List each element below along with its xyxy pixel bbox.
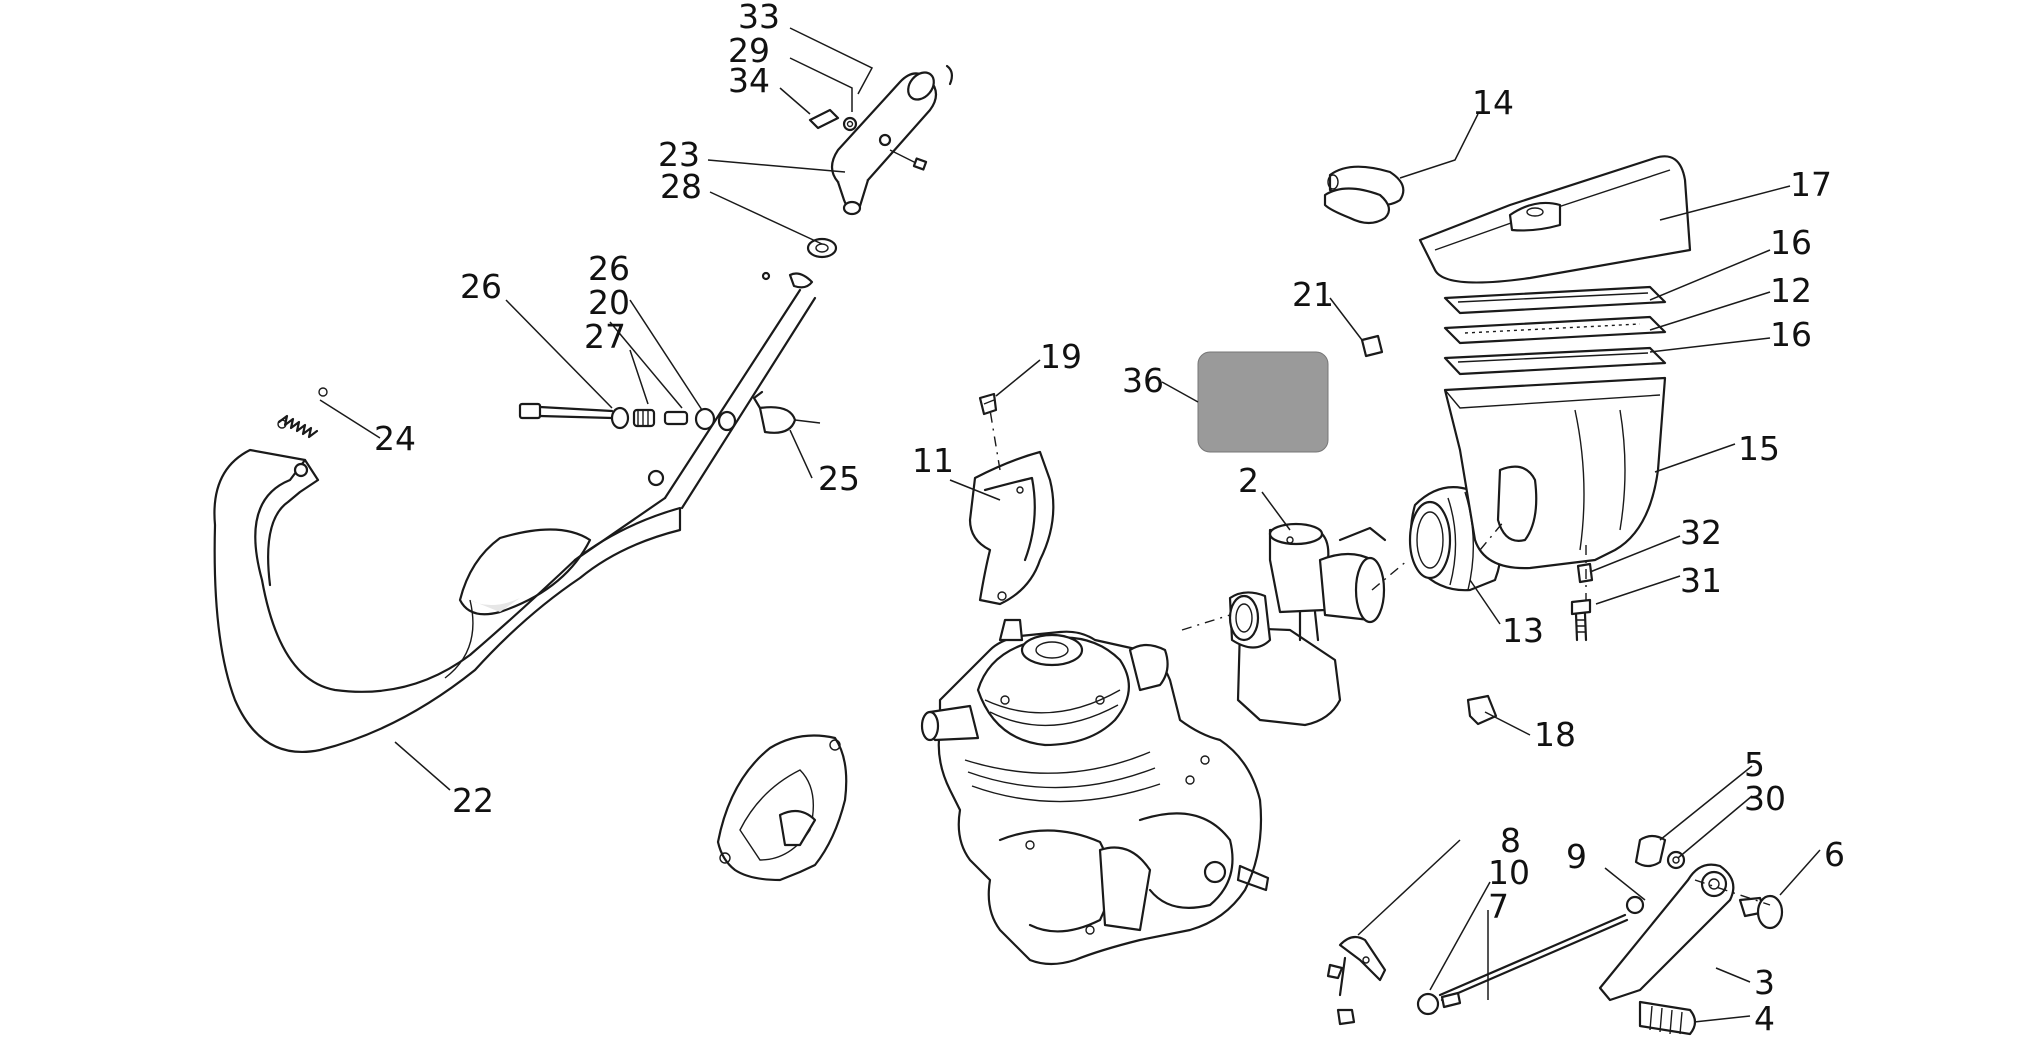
- placeholder-box: [1197, 351, 1329, 453]
- part-label: 18: [1534, 715, 1576, 754]
- part-label: 8: [1500, 821, 1521, 860]
- part-label: 36: [1122, 361, 1164, 400]
- ignition-cover: [716, 734, 848, 882]
- exhaust-pipe: [213, 288, 817, 754]
- clip-18: [1466, 694, 1498, 726]
- airbox-gasket-lower: [1443, 346, 1667, 376]
- airbox-gasket-upper: [1443, 285, 1667, 315]
- part-label: 4: [1754, 999, 1775, 1038]
- part-label: 2: [1238, 461, 1259, 500]
- airbox: [1443, 376, 1667, 570]
- shift-rod: [1416, 895, 1645, 1016]
- part-label: 25: [818, 459, 860, 498]
- part-label: 33: [738, 0, 780, 36]
- part-label: 24: [374, 419, 416, 458]
- drain-screw: [1570, 598, 1592, 642]
- air-filter-element: [1443, 315, 1667, 345]
- part-label: 17: [1790, 165, 1832, 204]
- part-label: 12: [1770, 271, 1812, 310]
- part-label: 14: [1472, 83, 1514, 122]
- part-label: 28: [660, 167, 702, 206]
- bushing-5: [1634, 834, 1686, 870]
- leader-lines: [319, 27, 1821, 1023]
- centerlines: [989, 409, 1771, 906]
- cylinder-cover: [968, 450, 1055, 606]
- airbox-cover: [1418, 155, 1692, 284]
- part-label: 16: [1770, 315, 1812, 354]
- part-label: 20: [588, 283, 630, 322]
- part-label: 6: [1824, 835, 1845, 874]
- part-label: 30: [1744, 779, 1786, 818]
- part-label: 19: [1040, 337, 1082, 376]
- part-label: 9: [1566, 837, 1587, 876]
- part-label: 26: [588, 249, 630, 288]
- part-label: 15: [1738, 429, 1780, 468]
- exhaust-clamp-ring: [761, 237, 838, 289]
- silencer-bracket: [808, 108, 858, 132]
- clip-21: [1360, 334, 1384, 358]
- part-label: 34: [728, 61, 770, 100]
- part-label: 5: [1744, 745, 1765, 784]
- part-label: 11: [912, 441, 954, 480]
- part-label: 16: [1770, 223, 1812, 262]
- part-label: 29: [728, 31, 770, 70]
- part-label: 27: [584, 317, 626, 356]
- bolt-19: [978, 392, 998, 416]
- part-label: 7: [1488, 887, 1509, 926]
- shift-lever: [1598, 863, 1735, 1036]
- engine-block: [920, 618, 1270, 966]
- mounting-bolt-set: [518, 390, 821, 434]
- part-label: 32: [1680, 513, 1722, 552]
- shift-knob-6: [1738, 894, 1784, 930]
- part-label: 10: [1488, 853, 1530, 892]
- carburetor: [1228, 522, 1387, 727]
- drain-plug: [1576, 562, 1594, 584]
- silencer: [830, 64, 954, 216]
- part-labels: 33 29 34 23 28 14 17 16 12 16 26 26 20 2…: [374, 0, 1845, 1038]
- part-label: 31: [1680, 561, 1722, 600]
- part-label: 23: [658, 135, 700, 174]
- part-label: 3: [1754, 963, 1775, 1002]
- part-label: 22: [452, 781, 494, 820]
- breather-hose: [1323, 165, 1405, 225]
- part-label: 26: [460, 267, 502, 306]
- part-label: 13: [1502, 611, 1544, 650]
- shift-linkage: [1326, 935, 1387, 1026]
- part-label: 21: [1292, 275, 1334, 314]
- spring: [277, 387, 328, 439]
